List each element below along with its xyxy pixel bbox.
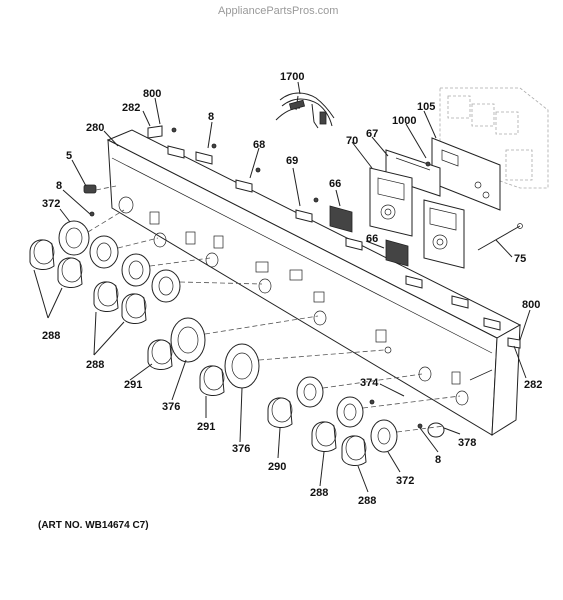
callout-372-right: 372 [396, 475, 414, 487]
callout-290: 290 [268, 461, 286, 473]
callout-378: 378 [458, 437, 476, 449]
callout-105: 105 [417, 101, 435, 113]
callout-291-right: 291 [197, 421, 215, 433]
alignment-lines [87, 209, 461, 433]
callout-66-lower: 66 [366, 233, 378, 245]
callout-288-upper: 288 [42, 330, 60, 342]
callout-282-right: 282 [524, 379, 542, 391]
callout-5: 5 [66, 150, 72, 162]
callout-288-bottom-left: 288 [310, 487, 328, 499]
callout-282-top: 282 [122, 102, 140, 114]
callout-labels: 1700 800 282 8 105 280 1000 67 70 68 5 6… [42, 71, 542, 507]
callout-1700: 1700 [280, 71, 304, 83]
callout-68: 68 [253, 139, 265, 151]
screws [89, 127, 431, 429]
callout-288-mid: 288 [86, 359, 104, 371]
callout-8-left: 8 [56, 180, 62, 192]
bezel-rings [58, 220, 445, 453]
callout-280: 280 [86, 122, 104, 134]
bezel-70b [423, 199, 465, 269]
callout-66-upper: 66 [329, 178, 341, 190]
callout-800-right: 800 [522, 299, 540, 311]
switch-5 [83, 184, 117, 194]
callout-70: 70 [346, 135, 358, 147]
callout-288-bottom-right: 288 [358, 495, 376, 507]
display-66a [329, 205, 353, 233]
callout-1000: 1000 [392, 115, 416, 127]
callout-69: 69 [286, 155, 298, 167]
panel-openings [118, 196, 469, 406]
callout-8-bottom: 8 [435, 454, 441, 466]
rod-75 [477, 223, 523, 251]
bezel-70 [369, 167, 413, 237]
art-number: (ART NO. WB14674 C7) [38, 520, 149, 531]
bracket-67 [385, 149, 441, 197]
callout-75: 75 [514, 253, 526, 265]
callout-8-top: 8 [208, 111, 214, 123]
callout-376-left: 376 [162, 401, 180, 413]
leader-lines [33, 81, 531, 493]
callout-372-left: 372 [42, 198, 60, 210]
callout-291-left: 291 [124, 379, 142, 391]
display-66b [385, 239, 409, 267]
knobs [29, 239, 367, 466]
wire-harness-1700 [275, 92, 335, 129]
callout-376-right: 376 [232, 443, 250, 455]
callout-67: 67 [366, 128, 378, 140]
switch-brackets [147, 125, 521, 349]
control-board-105 [431, 137, 501, 211]
callout-800-top: 800 [143, 88, 161, 100]
callout-374: 374 [360, 377, 379, 389]
watermark: AppliancePartsPros.com [218, 5, 338, 17]
